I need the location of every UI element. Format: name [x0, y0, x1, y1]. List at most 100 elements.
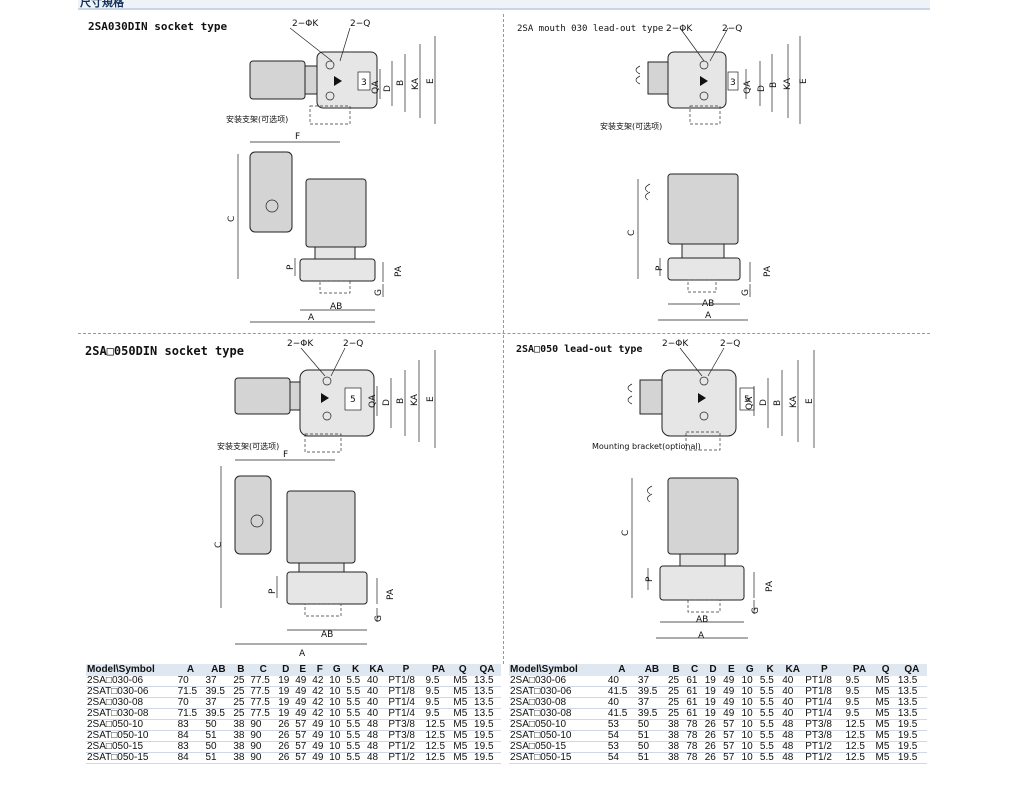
column-header-q: Q [452, 664, 474, 676]
value-cell: 5.5 [758, 686, 782, 698]
value-cell: 78 [685, 730, 704, 742]
value-cell: 57 [722, 730, 741, 742]
value-cell: PT1/8 [387, 686, 425, 698]
din-plug-front [249, 151, 293, 233]
coil-housing [667, 477, 739, 555]
mount-hole-icon [699, 91, 709, 101]
value-cell: 10 [740, 697, 759, 709]
model-cell: 2SAT□030-08 [86, 708, 177, 720]
value-cell: 42 [311, 676, 329, 687]
lead-boss [639, 379, 663, 415]
value-cell: M5 [452, 719, 474, 731]
value-cell: 5.5 [758, 741, 782, 753]
value-cell: 19 [703, 686, 723, 698]
value-cell: 48 [781, 719, 805, 731]
model-cell: 2SAT□050-15 [86, 752, 177, 764]
value-cell: 61 [685, 708, 704, 720]
value-cell: 48 [365, 752, 388, 764]
value-cell: M5 [452, 741, 474, 753]
column-header-a: A [606, 664, 637, 676]
bracket-front-outline [687, 599, 721, 613]
model-cell: 2SAT□050-10 [86, 730, 177, 742]
value-cell: 49 [311, 741, 329, 753]
lead-wires-top [635, 65, 641, 85]
value-cell: 9.5 [424, 697, 453, 709]
value-cell: 42 [311, 697, 329, 709]
value-cell: 57 [294, 752, 312, 764]
mount-hole-icon [322, 376, 332, 386]
column-header-p: P [804, 664, 845, 676]
dim-label-k: 2−ΦK [287, 339, 314, 349]
valve-body-front [299, 258, 376, 282]
value-cell: 9.5 [424, 676, 453, 687]
dim-label-ka: KA [411, 77, 421, 90]
flow-arrow-icon [698, 393, 706, 403]
value-cell: 40 [781, 697, 805, 709]
value-cell: 40 [781, 708, 805, 720]
value-cell: 10 [740, 719, 759, 731]
value-cell: M5 [874, 752, 897, 764]
dim-label-ab: AB [321, 630, 333, 640]
mount-hole-icon [325, 60, 335, 70]
dim-label-c: C [621, 530, 631, 536]
value-cell: 26 [277, 752, 295, 764]
front-view: C P PA G AB A [621, 477, 775, 641]
value-cell: 90 [249, 741, 278, 753]
flow-arrow-icon [700, 76, 708, 86]
bracket-outline [309, 105, 351, 125]
port-number-box [727, 71, 739, 91]
value-cell: 37 [204, 676, 233, 687]
value-cell: 10 [328, 708, 346, 720]
value-cell: 57 [294, 741, 312, 753]
din-plug-top [234, 377, 291, 415]
value-cell: 10 [740, 741, 759, 753]
dim-label-qa: QA [371, 80, 381, 94]
section-title-050-din: 2SA□050DIN socket type [85, 344, 244, 358]
value-cell: 19.5 [473, 752, 501, 764]
model-cell: 2SA□030-06 [509, 676, 607, 687]
value-cell: 50 [636, 741, 667, 753]
value-cell: 84 [176, 752, 205, 764]
top-view: 3 2−ΦK 2−Q QA D B KA E 安装支架(可选项) [226, 19, 436, 125]
model-cell: 2SAT□050-15 [509, 752, 607, 764]
value-cell: 83 [176, 719, 205, 731]
coil-housing [286, 490, 356, 564]
value-cell: 49 [722, 686, 741, 698]
value-cell: 25 [232, 697, 250, 709]
value-cell: PT1/2 [387, 752, 425, 764]
bracket-front-outline [304, 603, 342, 617]
value-cell: 57 [294, 719, 312, 731]
value-cell: PT1/2 [804, 741, 845, 753]
column-header-qa: QA [896, 664, 927, 676]
value-cell: 51 [204, 752, 233, 764]
dim-label-p: P [268, 588, 278, 594]
value-cell: M5 [874, 686, 897, 698]
column-header-ab: AB [636, 664, 667, 676]
column-header-g: G [328, 664, 346, 676]
value-cell: 5.5 [758, 708, 782, 720]
value-cell: M5 [452, 708, 474, 720]
dim-label-q: 2−Q [722, 24, 742, 34]
value-cell: 70 [176, 697, 205, 709]
value-cell: 40 [606, 697, 637, 709]
dim-label-p: P [286, 264, 296, 270]
value-cell: 19.5 [896, 752, 927, 764]
value-cell: 77.5 [249, 697, 278, 709]
column-header-pa: PA [424, 664, 453, 676]
value-cell: 40 [781, 686, 805, 698]
value-cell: 38 [666, 730, 686, 742]
value-cell: M5 [452, 697, 474, 709]
value-cell: 13.5 [896, 697, 927, 709]
model-cell: 2SA□030-06 [86, 676, 177, 687]
value-cell: 49 [722, 708, 741, 720]
dim-label-qa: QA [743, 80, 753, 94]
dim-label-q: 2−Q [350, 19, 370, 29]
lead-wires-front [645, 183, 651, 201]
value-cell: 49 [294, 686, 312, 698]
